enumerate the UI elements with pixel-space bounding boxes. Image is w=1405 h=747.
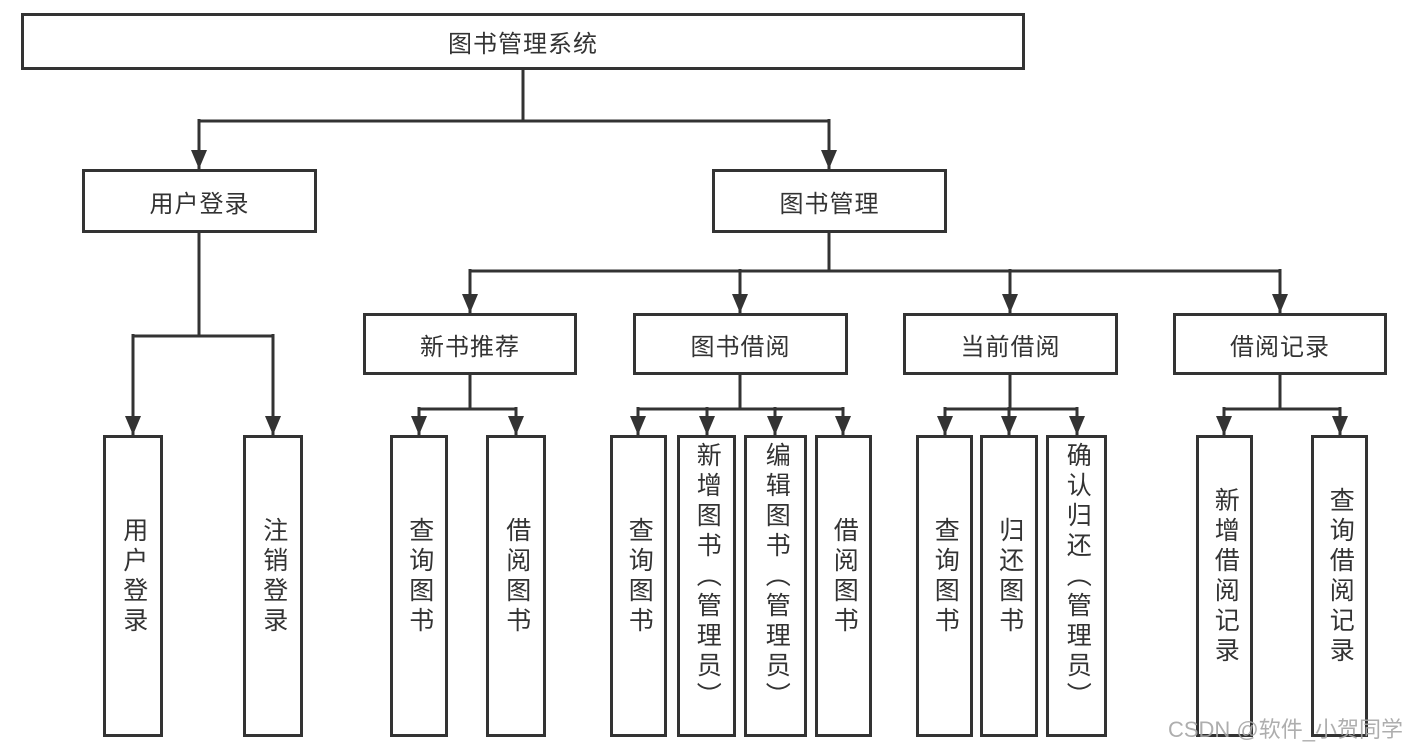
leaf-add-books-admin: 新增图书（管理员）	[677, 435, 736, 737]
leaf-borrow-books-2: 借阅图书	[815, 435, 872, 737]
csdn-watermark: CSDN @软件_小贺同学	[1167, 717, 1403, 742]
node-label: 查询图书	[625, 517, 654, 637]
node-borrow-records: 借阅记录	[1173, 313, 1387, 375]
node-label: 查询借阅记录	[1326, 487, 1355, 667]
leaf-borrow-books: 借阅图书	[486, 435, 546, 737]
node-book-management: 图书管理	[712, 169, 947, 233]
node-label: 图书借阅	[690, 333, 791, 361]
leaf-add-borrow-record: 新增借阅记录	[1196, 435, 1253, 737]
node-label: 编辑图书（管理员）	[762, 442, 791, 712]
node-book-borrow: 图书借阅	[633, 313, 848, 375]
node-label: 新书推荐	[420, 333, 520, 361]
node-user-login: 用户登录	[82, 169, 317, 233]
node-library-management-system: 图书管理系统	[21, 13, 1025, 70]
leaf-return-books: 归还图书	[980, 435, 1038, 737]
node-label: 借阅图书	[502, 517, 531, 637]
node-label: 借阅记录	[1230, 333, 1330, 361]
node-label: 查询图书	[931, 517, 960, 637]
node-label: 当前借阅	[960, 333, 1061, 361]
leaf-user-login: 用户登录	[103, 435, 163, 737]
node-label: 借阅图书	[830, 517, 859, 637]
node-label: 注销登录	[259, 517, 288, 637]
node-new-book-recommend: 新书推荐	[363, 313, 577, 375]
leaf-query-books-2: 查询图书	[610, 435, 667, 737]
node-label: 用户登录	[149, 190, 250, 218]
node-label: 查询图书	[405, 517, 434, 637]
leaf-query-borrow-record: 查询借阅记录	[1311, 435, 1368, 737]
node-current-borrow: 当前借阅	[903, 313, 1118, 375]
leaf-query-books: 查询图书	[390, 435, 448, 737]
node-label: 新增借阅记录	[1211, 487, 1240, 667]
node-label: 新增图书（管理员）	[693, 442, 722, 712]
node-label: 图书管理系统	[448, 31, 598, 58]
node-label: 归还图书	[995, 517, 1024, 637]
leaf-query-books-3: 查询图书	[916, 435, 973, 737]
node-label: 图书管理	[779, 190, 880, 218]
leaf-logout: 注销登录	[243, 435, 303, 737]
node-label: 确认归还（管理员）	[1063, 442, 1092, 712]
leaf-edit-books-admin: 编辑图书（管理员）	[744, 435, 807, 737]
node-label: 用户登录	[119, 517, 148, 637]
leaf-confirm-return-admin: 确认归还（管理员）	[1046, 435, 1107, 737]
